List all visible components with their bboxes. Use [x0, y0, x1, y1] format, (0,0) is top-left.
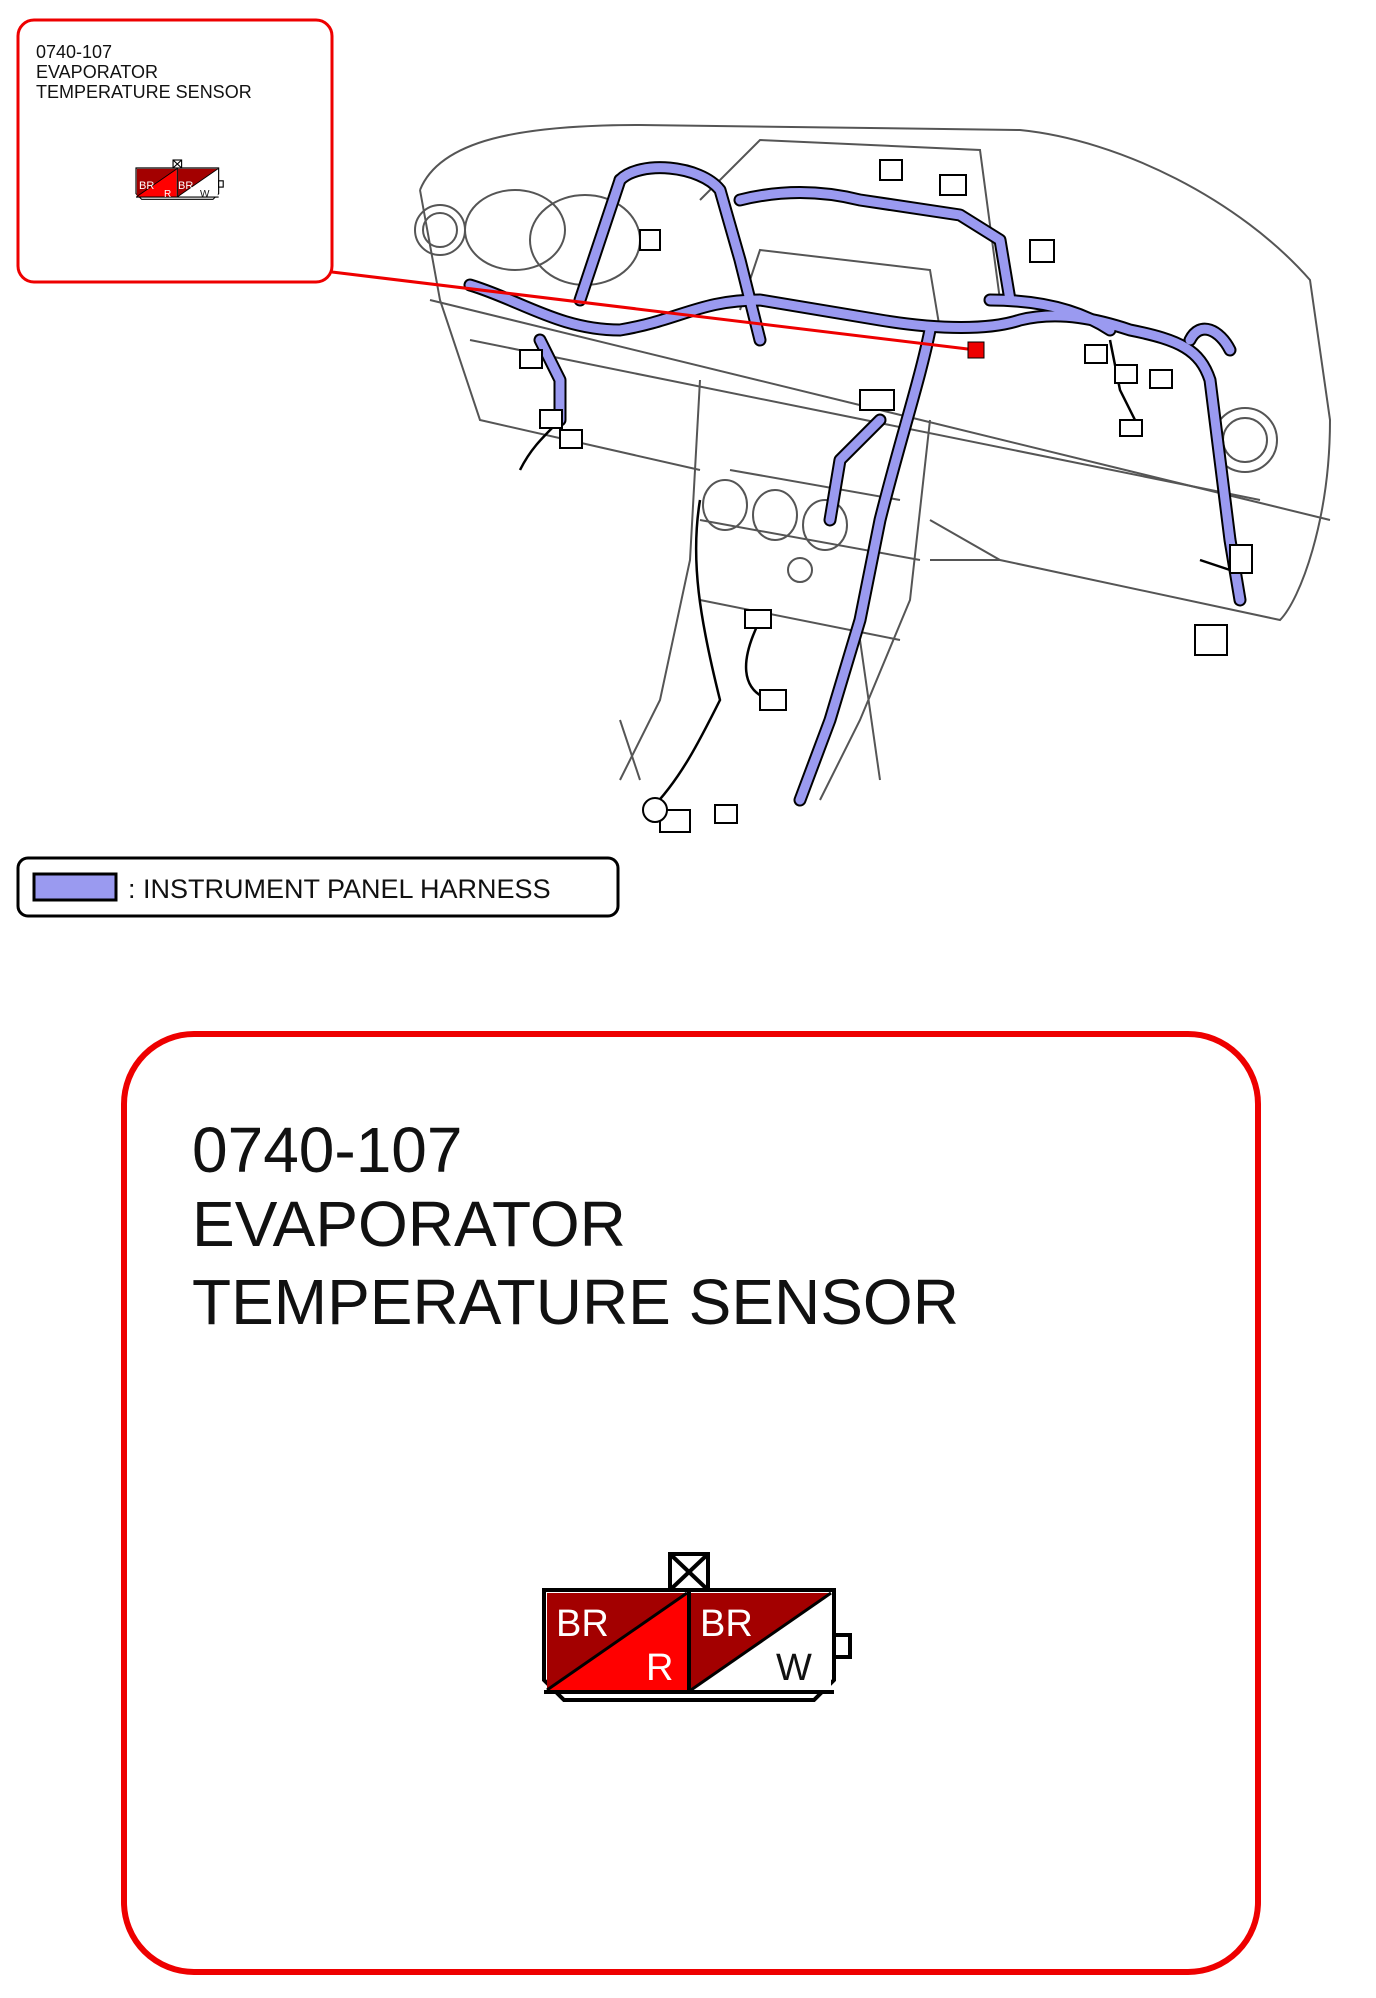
callout-name-line1: EVAPORATOR — [36, 62, 158, 82]
detail-name-line1: EVAPORATOR — [192, 1188, 626, 1260]
pin2-bottom-label: W — [776, 1647, 812, 1689]
callout-pin2-top: BR — [178, 180, 193, 192]
connector-face: BR R BR W — [542, 1552, 852, 1702]
callout-pin1-bottom: R — [164, 189, 171, 200]
legend-box — [16, 856, 620, 918]
instrument-panel-harness — [463, 161, 1247, 807]
callout-pin2-bottom: W — [200, 189, 210, 200]
legend-label: : INSTRUMENT PANEL HARNESS — [128, 874, 551, 904]
instrument-panel-drawing — [414, 123, 1332, 801]
pin1-bottom-label: R — [646, 1647, 673, 1689]
pin1-top-label: BR — [556, 1603, 609, 1645]
callout-connector — [135, 159, 224, 200]
detail-box — [121, 1031, 1261, 1975]
detail-name-line2: TEMPERATURE SENSOR — [192, 1266, 959, 1338]
detail-code: 0740-107 — [192, 1114, 462, 1186]
small-connectors — [519, 159, 1253, 833]
callout-code: 0740-107 — [36, 42, 112, 62]
legend-swatch — [32, 872, 118, 902]
branch-wires — [518, 339, 1231, 811]
lock-tab-x-icon — [668, 1552, 710, 1592]
pin2-top-label: BR — [700, 1603, 753, 1645]
callout-box — [16, 18, 334, 284]
callout-pin1-top: BR — [139, 180, 154, 192]
callout-leader — [331, 270, 985, 359]
callout-name-line2: TEMPERATURE SENSOR — [36, 82, 252, 102]
